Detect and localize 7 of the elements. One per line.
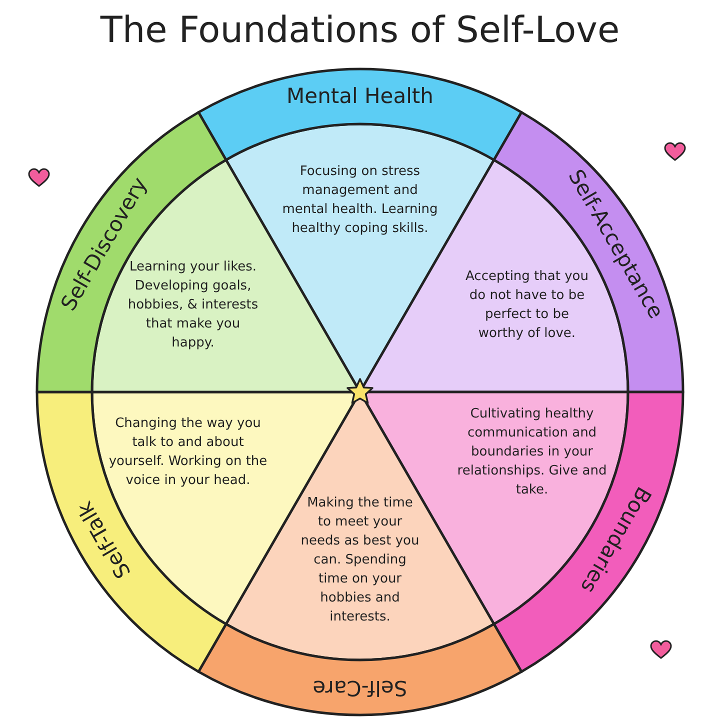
- segment-heading: Mental Health: [286, 83, 434, 109]
- segment-description: Making the time to meet your needs as best you can. Spending time on your hobbies and interests.: [300, 494, 420, 626]
- segment-description: Cultivating healthy communication and boundaries in your relationships. Give and take.: [456, 406, 607, 498]
- segment-description: Changing the way you talk to and about yourself. Working on the voice in your head.: [108, 415, 268, 490]
- segment-heading: Self-Care: [312, 675, 408, 701]
- title: The Foundations of Self-Love: [99, 9, 621, 53]
- segment-description: Focusing on stress management and mental health. Learning healthy coping skills.: [281, 163, 439, 238]
